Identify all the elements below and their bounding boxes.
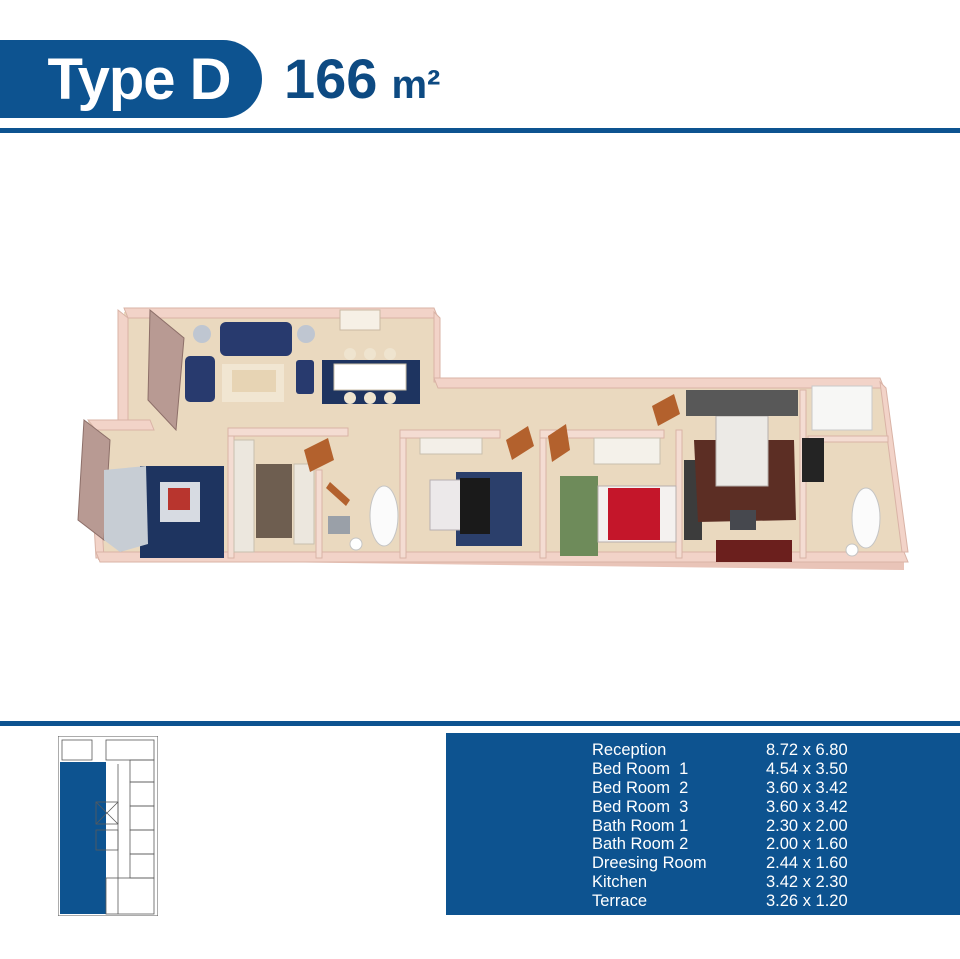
room-dimensions: 3.60 x 3.42 (766, 797, 848, 816)
bath-room-2-fixtures (845, 487, 881, 557)
table-row: Bath Room 1 2.30 x 2.00 (592, 817, 960, 836)
floor-plan-render (77, 307, 909, 570)
bed-room-2-furniture (560, 437, 702, 556)
top-divider (0, 128, 960, 133)
room-dimensions: 3.26 x 1.20 (766, 892, 848, 911)
area-value: 166 (284, 47, 378, 110)
kitchen-counters (233, 439, 315, 553)
room-dimensions-table: Reception 8.72 x 6.80 Bed Room 1 4.54 x 3.… (446, 733, 960, 915)
room-name: Bed Room 3 (592, 797, 689, 816)
room-name: Bed Room 1 (592, 759, 689, 778)
reception-furniture (185, 322, 315, 402)
room-dimensions: 2.00 x 1.60 (766, 835, 848, 854)
table-row: Dreesing Room 2.44 x 1.60 (592, 854, 960, 873)
table-row: Bath Room 2 2.00 x 1.60 (592, 835, 960, 854)
bottom-divider (0, 721, 960, 726)
room-name: Bed Room 2 (592, 778, 689, 797)
room-dimensions: 4.54 x 3.50 (766, 759, 848, 778)
lounge-furniture (104, 466, 224, 558)
room-name: Bath Room 2 (592, 835, 689, 854)
room-dimensions: 2.30 x 2.00 (766, 816, 848, 835)
room-name: Terrace (592, 892, 648, 911)
bed-room-1-furniture (686, 390, 798, 562)
unit-area: 166 m² (284, 46, 440, 112)
dressing-room-furniture (802, 385, 873, 482)
room-name: Kitchen (592, 873, 648, 892)
table-row: Bed Room 1 4.54 x 3.50 (592, 760, 960, 779)
room-dimensions: 2.44 x 1.60 (766, 854, 848, 873)
area-unit: m² (391, 63, 441, 107)
dining-furniture (322, 309, 420, 404)
room-name: Bath Room 1 (592, 816, 689, 835)
type-label-badge: Type D (0, 40, 262, 118)
key-plan (58, 736, 158, 916)
type-label: Type D (47, 46, 231, 112)
room-dimensions: 8.72 x 6.80 (766, 740, 848, 759)
table-row: Kitchen 3.42 x 2.30 (592, 873, 960, 892)
room-name: Dreesing Room (592, 854, 707, 873)
room-dimensions: 3.42 x 2.30 (766, 873, 848, 892)
bath-room-1-fixtures (328, 485, 399, 551)
table-row: Terrace 3.26 x 1.20 (592, 892, 960, 911)
table-row: Reception 8.72 x 6.80 (592, 741, 960, 760)
bed-room-3-furniture (419, 437, 522, 546)
table-row: Bed Room 2 3.60 x 3.42 (592, 779, 960, 798)
room-dimensions: 3.60 x 3.42 (766, 778, 848, 797)
room-name: Reception (592, 740, 667, 759)
table-row: Bed Room 3 3.60 x 3.42 (592, 798, 960, 817)
